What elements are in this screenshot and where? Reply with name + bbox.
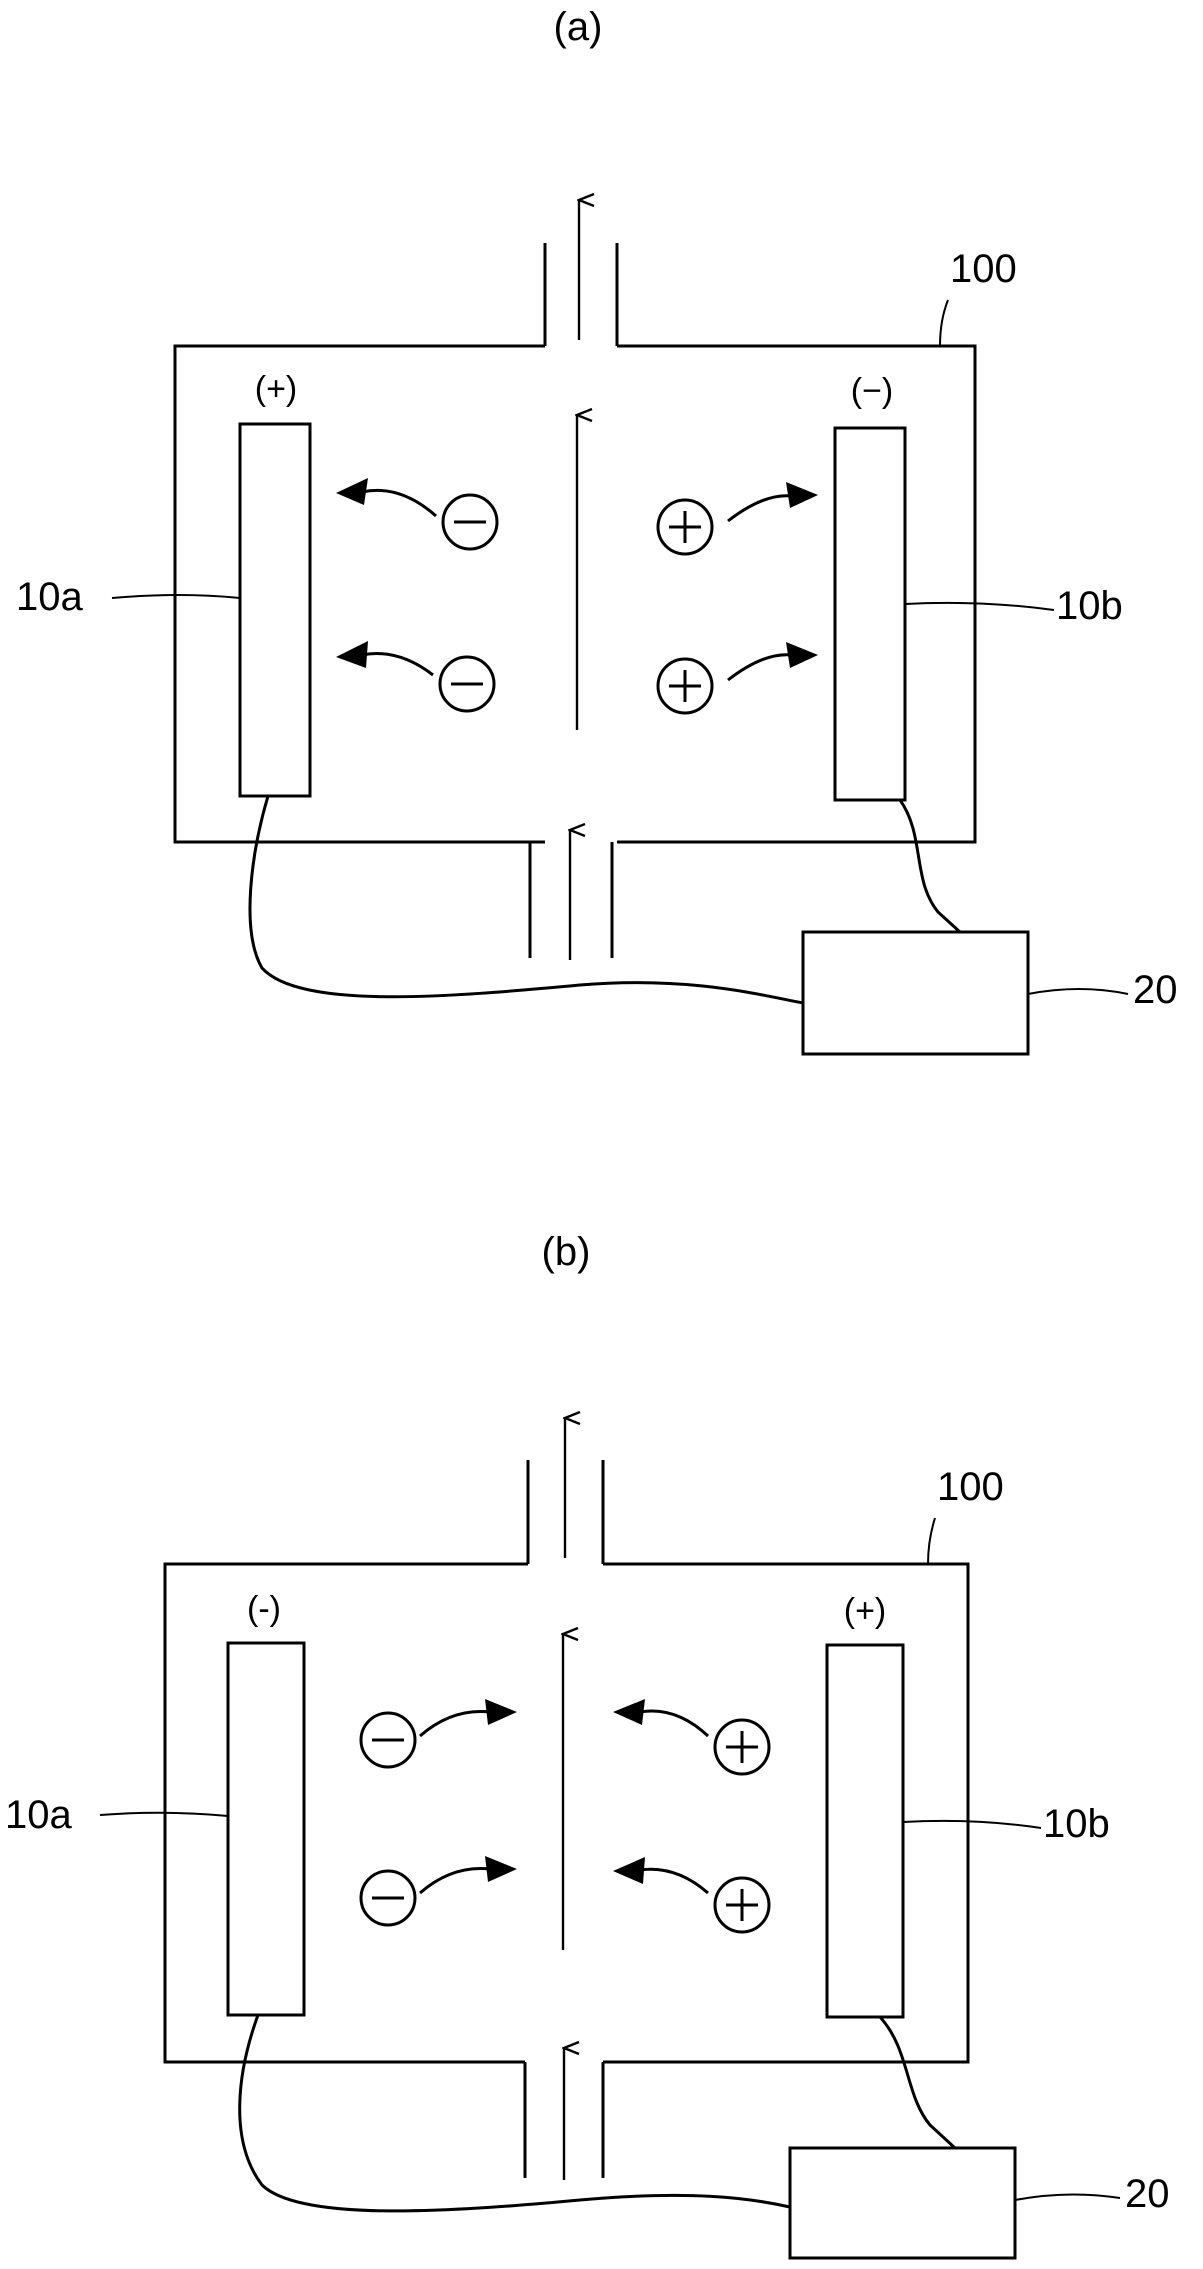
figure-b-chamber-ref-label: 100 xyxy=(937,1465,1004,1509)
figure-b-left-electrode-ref-label: 10a xyxy=(5,1793,72,1837)
figure-a-left-electrode-ref-label: 10a xyxy=(16,575,83,619)
figure-a-ion-arrow-right-bottom xyxy=(727,642,818,682)
figure-b: (b) (-) (+) xyxy=(5,1230,1170,2260)
figure-b-ion-arrow-right-bottom xyxy=(613,1857,709,1895)
figure-a-power-supply-leader xyxy=(1027,988,1129,995)
figure-b-ion-arrow-left-bottom xyxy=(419,1856,517,1895)
figure-b-wire-left xyxy=(238,2014,791,2213)
figure-b-power-supply-leader xyxy=(1014,2193,1121,2201)
figure-a: (a) (+) (−) xyxy=(16,5,1178,1056)
figure-b-power-supply-ref-label: 20 xyxy=(1125,2172,1170,2216)
figure-a-wire-left xyxy=(248,795,804,1005)
figure-a-left-electrode-leader xyxy=(111,594,241,599)
figure-b-wire-right xyxy=(878,2015,957,2150)
figure-a-power-supply-ref-label: 20 xyxy=(1133,968,1178,1012)
figure-b-positive-ion-2 xyxy=(713,1876,771,1934)
figure-b-negative-ion-2 xyxy=(359,1869,417,1927)
figure-b-ion-arrow-left-top xyxy=(419,1699,517,1738)
figure-b-ion-arrow-right-top xyxy=(613,1699,710,1738)
figure-a-positive-ion-1 xyxy=(656,498,714,556)
figure-b-left-polarity-label: (-) xyxy=(247,1590,281,1628)
figure-b-right-electrode-ref-label: 10b xyxy=(1043,1802,1110,1846)
figure-a-left-electrode xyxy=(238,422,312,798)
figure-a-negative-ion-2 xyxy=(438,655,496,713)
figure-b-right-electrode xyxy=(825,1643,905,2019)
figure-b-left-electrode xyxy=(226,1641,306,2017)
figure-a-left-polarity-label: (+) xyxy=(255,370,298,408)
figure-b-chamber-leader xyxy=(927,1517,936,1565)
figure-a-power-supply xyxy=(801,930,1030,1056)
figure-a-positive-ion-2 xyxy=(656,657,714,715)
figure-b-negative-ion-1 xyxy=(359,1711,417,1769)
figure-b-left-electrode-leader xyxy=(99,1811,229,1817)
figure-a-negative-ion-1 xyxy=(441,493,499,551)
figure-b-chamber-outline xyxy=(163,1562,970,2064)
figure-a-chamber-leader xyxy=(939,299,949,347)
figure-b-positive-ion-1 xyxy=(713,1718,771,1776)
figure-a-chamber-outline xyxy=(173,344,977,844)
figure-a-ion-arrow-left-top xyxy=(336,478,437,518)
figure-a-ion-arrow-left-bottom xyxy=(336,641,434,677)
figure-b-power-supply xyxy=(788,2146,1017,2260)
figure-a-panel-label: (a) xyxy=(554,5,603,49)
figure-a-ion-arrow-right-top xyxy=(727,482,818,523)
figure-a-right-polarity-label: (−) xyxy=(851,372,894,410)
figure-a-right-electrode-ref-label: 10b xyxy=(1056,584,1123,628)
figure-a-wire-right xyxy=(898,799,962,934)
figure-b-right-electrode-leader xyxy=(902,1819,1042,1829)
figure-b-panel-label: (b) xyxy=(542,1230,591,1274)
figure-a-chamber-ref-label: 100 xyxy=(950,247,1017,291)
figure-b-right-polarity-label: (+) xyxy=(844,1592,887,1630)
figure-a-right-electrode xyxy=(833,426,907,802)
figure-a-right-electrode-leader xyxy=(904,601,1055,611)
